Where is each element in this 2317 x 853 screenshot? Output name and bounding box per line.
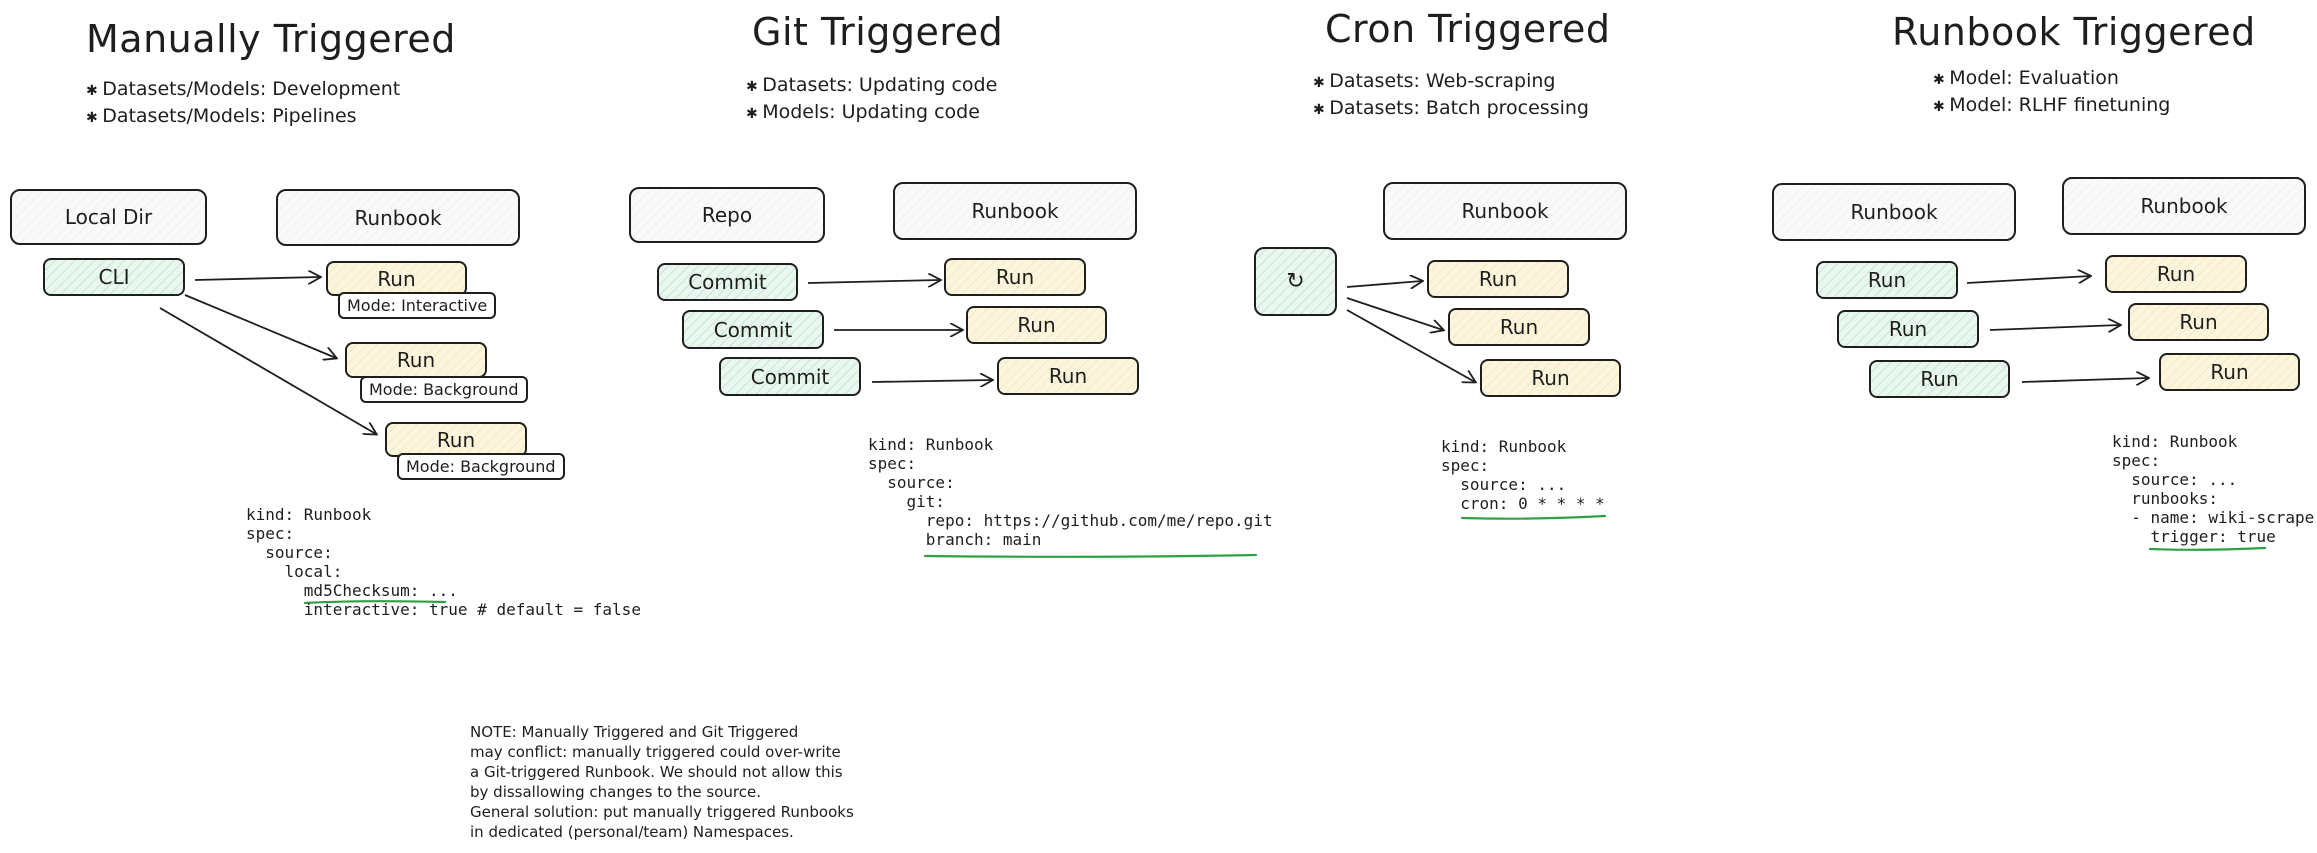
runbook-code: kind: Runbook spec: source: ... runbooks… bbox=[2112, 432, 2314, 546]
mode-label: Mode: Background bbox=[397, 453, 565, 480]
code-line: spec: bbox=[2112, 451, 2161, 470]
code-line: kind: Runbook bbox=[1441, 437, 1567, 456]
conflict-note: NOTE: Manually Triggered and Git Trigger… bbox=[470, 722, 854, 842]
cron-trigger-box: ↻ bbox=[1254, 247, 1337, 316]
run-box: Run bbox=[1427, 260, 1569, 298]
manual-title: Manually Triggered bbox=[86, 17, 456, 61]
code-line: kind: Runbook bbox=[246, 505, 372, 524]
code-line: runbooks: bbox=[2112, 489, 2218, 508]
note-line: by dissallowing changes to the source. bbox=[470, 783, 761, 801]
runbook-box: Runbook bbox=[893, 182, 1137, 240]
arrow-commit-run-1 bbox=[807, 280, 940, 283]
code-line: source: bbox=[246, 543, 333, 562]
run-box: Run bbox=[326, 261, 467, 296]
code-line: trigger: true bbox=[2112, 527, 2276, 546]
code-line: repo: https://github.com/me/repo.git bbox=[868, 511, 1273, 530]
git-code: kind: Runbook spec: source: git: repo: h… bbox=[868, 435, 1273, 549]
run-box-source: Run bbox=[1837, 310, 1979, 348]
repo-box: Repo bbox=[629, 187, 825, 243]
run-box: Run bbox=[944, 258, 1086, 296]
note-line: in dedicated (personal/team) Namespaces. bbox=[470, 823, 794, 841]
bullet: Datasets/Models: Pipelines bbox=[86, 104, 400, 131]
manual-bullets: Datasets/Models: Development Datasets/Mo… bbox=[86, 77, 400, 131]
bullet: Datasets: Web-scraping bbox=[1313, 69, 1589, 96]
run-box: Run bbox=[2128, 303, 2269, 341]
arrow-cron-run-2 bbox=[1346, 297, 1443, 330]
runbook-box-target: Runbook bbox=[2062, 177, 2306, 235]
git-title: Git Triggered bbox=[752, 10, 1004, 54]
code-line: git: bbox=[868, 492, 946, 511]
run-box: Run bbox=[997, 357, 1139, 395]
code-line: interactive: true # default = false bbox=[246, 600, 641, 619]
git-bullets: Datasets: Updating code Models: Updating… bbox=[746, 73, 997, 127]
note-line: General solution: put manually triggered… bbox=[470, 803, 854, 821]
underline-trigger bbox=[2148, 546, 2267, 551]
run-box: Run bbox=[345, 342, 487, 378]
run-box-source: Run bbox=[1816, 261, 1958, 299]
arrow-commit-run-3 bbox=[871, 380, 992, 382]
arrow-rb-run-3 bbox=[2021, 378, 2148, 382]
code-line: source: ... bbox=[2112, 470, 2238, 489]
runbook-box-source: Runbook bbox=[1772, 183, 2016, 241]
note-line: may conflict: manually triggered could o… bbox=[470, 743, 841, 761]
code-line: spec: bbox=[246, 524, 295, 543]
arrow-cli-run-1 bbox=[194, 277, 320, 280]
refresh-icon: ↻ bbox=[1286, 269, 1305, 294]
note-line: a Git-triggered Runbook. We should not a… bbox=[470, 763, 843, 781]
code-line: branch: main bbox=[868, 530, 1042, 549]
arrow-cli-run-3 bbox=[159, 307, 376, 434]
bullet: Model: RLHF finetuning bbox=[1933, 93, 2170, 120]
run-box: Run bbox=[2105, 255, 2247, 293]
bullet: Datasets/Models: Development bbox=[86, 77, 400, 104]
run-box: Run bbox=[1480, 359, 1621, 397]
code-line: source: ... bbox=[1441, 475, 1567, 494]
runbook-box: Runbook bbox=[1383, 182, 1627, 240]
bullet: Model: Evaluation bbox=[1933, 66, 2170, 93]
code-line: spec: bbox=[1441, 456, 1490, 475]
runbook-box: Runbook bbox=[276, 189, 520, 246]
cron-title: Cron Triggered bbox=[1325, 7, 1611, 51]
manual-code: kind: Runbook spec: source: local: md5Ch… bbox=[246, 505, 641, 619]
arrow-cron-run-1 bbox=[1346, 281, 1422, 287]
runbook-bullets: Model: Evaluation Model: RLHF finetuning bbox=[1933, 66, 2170, 120]
code-line: kind: Runbook bbox=[2112, 432, 2238, 451]
code-line: - name: wiki-scrape bbox=[2112, 508, 2315, 527]
mode-label: Mode: Background bbox=[360, 376, 528, 403]
commit-box: Commit bbox=[719, 357, 861, 396]
runbook-title: Runbook Triggered bbox=[1892, 10, 2256, 54]
commit-box: Commit bbox=[682, 310, 824, 349]
bullet: Datasets: Batch processing bbox=[1313, 96, 1589, 123]
code-line: spec: bbox=[868, 454, 917, 473]
arrow-cli-run-2 bbox=[184, 294, 336, 358]
local-dir-box: Local Dir bbox=[10, 189, 207, 245]
cron-code: kind: Runbook spec: source: ... cron: 0 … bbox=[1441, 437, 1605, 513]
code-line: cron: 0 * * * * bbox=[1441, 494, 1605, 513]
run-box: Run bbox=[966, 306, 1107, 344]
code-line: source: bbox=[868, 473, 955, 492]
bullet: Models: Updating code bbox=[746, 100, 997, 127]
run-box: Run bbox=[2159, 353, 2300, 391]
run-box: Run bbox=[385, 422, 527, 457]
run-box: Run bbox=[1448, 308, 1590, 346]
code-line: local: bbox=[246, 562, 343, 581]
run-box-source: Run bbox=[1869, 360, 2010, 398]
cron-bullets: Datasets: Web-scraping Datasets: Batch p… bbox=[1313, 69, 1589, 123]
code-line: kind: Runbook bbox=[868, 435, 994, 454]
mode-label: Mode: Interactive bbox=[338, 292, 497, 319]
note-line: NOTE: Manually Triggered and Git Trigger… bbox=[470, 723, 799, 741]
code-line: md5Checksum: ... bbox=[246, 581, 458, 600]
arrow-rb-run-2 bbox=[1989, 325, 2120, 330]
underline-cron bbox=[1460, 514, 1607, 520]
cli-box: CLI bbox=[43, 258, 185, 296]
bullet: Datasets: Updating code bbox=[746, 73, 997, 100]
commit-box: Commit bbox=[657, 263, 798, 301]
arrow-rb-run-1 bbox=[1966, 276, 2090, 284]
underline-git bbox=[923, 553, 1258, 558]
